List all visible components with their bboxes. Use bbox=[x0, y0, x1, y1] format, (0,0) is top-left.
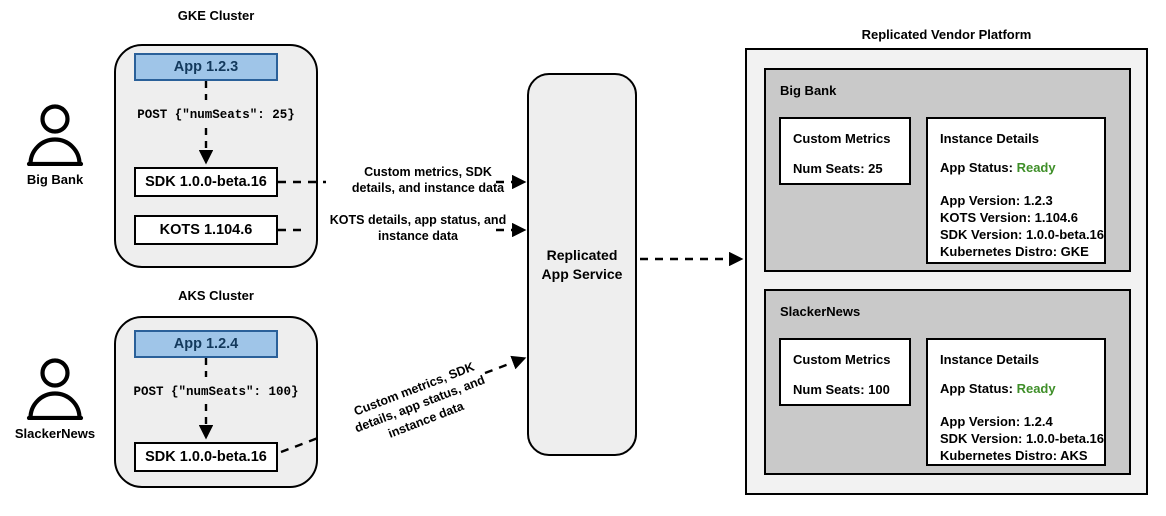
edge-label-aks-sdk: Custom metrics, SDK details, app status,… bbox=[323, 348, 518, 462]
slackernews-actor-label: SlackerNews bbox=[14, 426, 96, 441]
custom-metrics-card-big-bank: Custom Metrics Num Seats: 25 bbox=[779, 117, 911, 185]
person-icon bbox=[26, 104, 84, 166]
platform-title: Replicated Vendor Platform bbox=[861, 27, 1032, 42]
instance-app-status: App Status: Ready bbox=[940, 160, 1056, 175]
big-bank-avatar bbox=[17, 104, 93, 166]
slackernews-avatar bbox=[17, 358, 93, 420]
status-badge: Ready bbox=[1016, 160, 1056, 175]
app-status-label: App Status: bbox=[940, 160, 1013, 175]
aks-sdk-box[interactable]: SDK 1.0.0-beta.16 bbox=[134, 442, 278, 472]
instance-details-title: Instance Details bbox=[940, 131, 1039, 146]
service-title-line1: Replicated bbox=[546, 246, 618, 263]
custom-metrics-num-seats: Num Seats: 25 bbox=[793, 161, 883, 176]
status-badge: Ready bbox=[1016, 381, 1056, 396]
replicated-app-service-box[interactable]: Replicated App Service bbox=[527, 73, 637, 456]
instance-app-version: App Version: 1.2.4 bbox=[940, 414, 1053, 429]
edge-label-gke-kots-line2: instance data bbox=[378, 229, 458, 244]
instance-app-status: App Status: Ready bbox=[940, 381, 1056, 396]
instance-sdk-version: SDK Version: 1.0.0-beta.16 bbox=[940, 431, 1105, 446]
instance-kots-version: KOTS Version: 1.104.6 bbox=[940, 210, 1079, 225]
gke-cluster-title: GKE Cluster bbox=[177, 8, 255, 23]
custom-metrics-title: Custom Metrics bbox=[793, 352, 891, 367]
big-bank-actor-label: Big Bank bbox=[26, 172, 84, 187]
customer-panel-slackernews: SlackerNews Custom Metrics Num Seats: 10… bbox=[764, 289, 1131, 475]
replicated-vendor-platform: Big Bank Custom Metrics Num Seats: 25 In… bbox=[745, 48, 1148, 495]
aks-app-box[interactable]: App 1.2.4 bbox=[134, 330, 278, 358]
aks-cluster-title: AKS Cluster bbox=[178, 288, 254, 303]
edge-label-gke-sdk: Custom metrics, SDK details, and instanc… bbox=[330, 164, 526, 197]
customer-panel-big-bank: Big Bank Custom Metrics Num Seats: 25 In… bbox=[764, 68, 1131, 272]
custom-metrics-title: Custom Metrics bbox=[793, 131, 891, 146]
edge-label-gke-sdk-line1: Custom metrics, SDK bbox=[364, 165, 492, 179]
gke-sdk-box[interactable]: SDK 1.0.0-beta.16 bbox=[134, 167, 278, 197]
edge-label-gke-kots: KOTS details, app status, and instance d… bbox=[310, 212, 526, 245]
customer-name-slackernews: SlackerNews bbox=[780, 304, 861, 319]
app-status-label: App Status: bbox=[940, 381, 1013, 396]
custom-metrics-card-slackernews: Custom Metrics Num Seats: 100 bbox=[779, 338, 911, 406]
instance-details-card-slackernews: Instance Details App Status: Ready App V… bbox=[926, 338, 1106, 466]
customer-name-big-bank: Big Bank bbox=[780, 83, 837, 98]
instance-k8s-distro: Kubernetes Distro: GKE bbox=[940, 244, 1089, 259]
person-icon bbox=[26, 358, 84, 420]
edge-label-gke-sdk-line2: details, and instance data bbox=[351, 181, 505, 196]
service-title-line2: App Service bbox=[541, 265, 623, 282]
instance-sdk-version: SDK Version: 1.0.0-beta.16 bbox=[940, 227, 1105, 242]
gke-kots-box[interactable]: KOTS 1.104.6 bbox=[134, 215, 278, 245]
instance-k8s-distro: Kubernetes Distro: AKS bbox=[940, 448, 1088, 463]
custom-metrics-num-seats: Num Seats: 100 bbox=[793, 382, 890, 397]
aks-post-payload: POST {"numSeats": 100} bbox=[133, 385, 299, 399]
instance-app-version: App Version: 1.2.3 bbox=[940, 193, 1053, 208]
gke-post-payload: POST {"numSeats": 25} bbox=[137, 108, 295, 122]
gke-app-box[interactable]: App 1.2.3 bbox=[134, 53, 278, 81]
edge-label-gke-kots-line1: KOTS details, app status, and bbox=[329, 213, 507, 227]
instance-details-card-big-bank: Instance Details App Status: Ready App V… bbox=[926, 117, 1106, 264]
instance-details-title: Instance Details bbox=[940, 352, 1039, 367]
